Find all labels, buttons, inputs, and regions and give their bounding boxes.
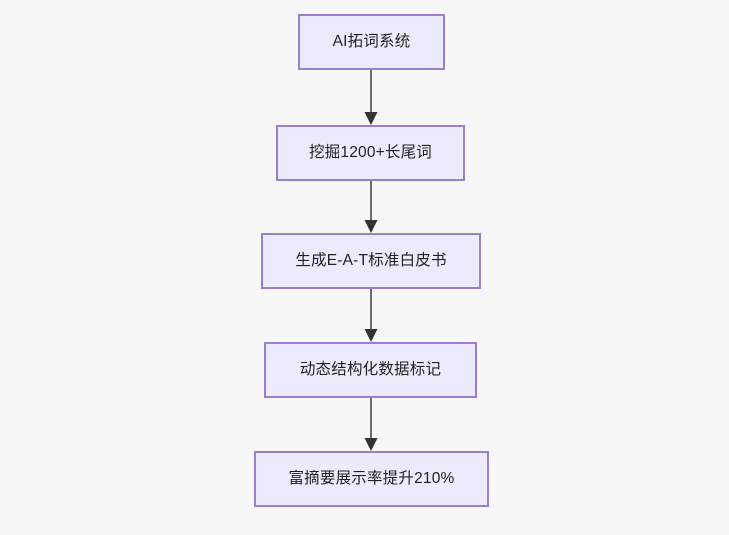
edge-arrowhead-4 (364, 438, 378, 451)
flow-node-label: 富摘要展示率提升210% (288, 469, 455, 487)
flow-node-generate-eat-whitepaper[interactable]: 生成E-A-T标准白皮书 (261, 233, 481, 289)
edge-arrowhead-1 (364, 112, 378, 125)
edge-arrowhead-2 (364, 220, 378, 233)
edge-group-1 (364, 70, 378, 125)
edge-group-4 (364, 398, 378, 451)
flow-node-ai-keyword-system[interactable]: AI拓词系统 (298, 14, 445, 70)
flow-node-label: 动态结构化数据标记 (299, 360, 442, 378)
flow-node-rich-snippet-impression-lift[interactable]: 富摘要展示率提升210% (254, 451, 489, 507)
flow-node-mine-longtail-keywords[interactable]: 挖掘1200+长尾词 (276, 125, 465, 181)
edge-group-3 (364, 289, 378, 342)
edge-arrowhead-3 (364, 329, 378, 342)
flow-node-label: AI拓词系统 (332, 32, 411, 50)
edge-group-2 (364, 181, 378, 233)
flow-node-dynamic-structured-data-markup[interactable]: 动态结构化数据标记 (264, 342, 477, 398)
flow-node-label: 挖掘1200+长尾词 (308, 143, 433, 161)
flow-node-label: 生成E-A-T标准白皮书 (295, 251, 447, 269)
